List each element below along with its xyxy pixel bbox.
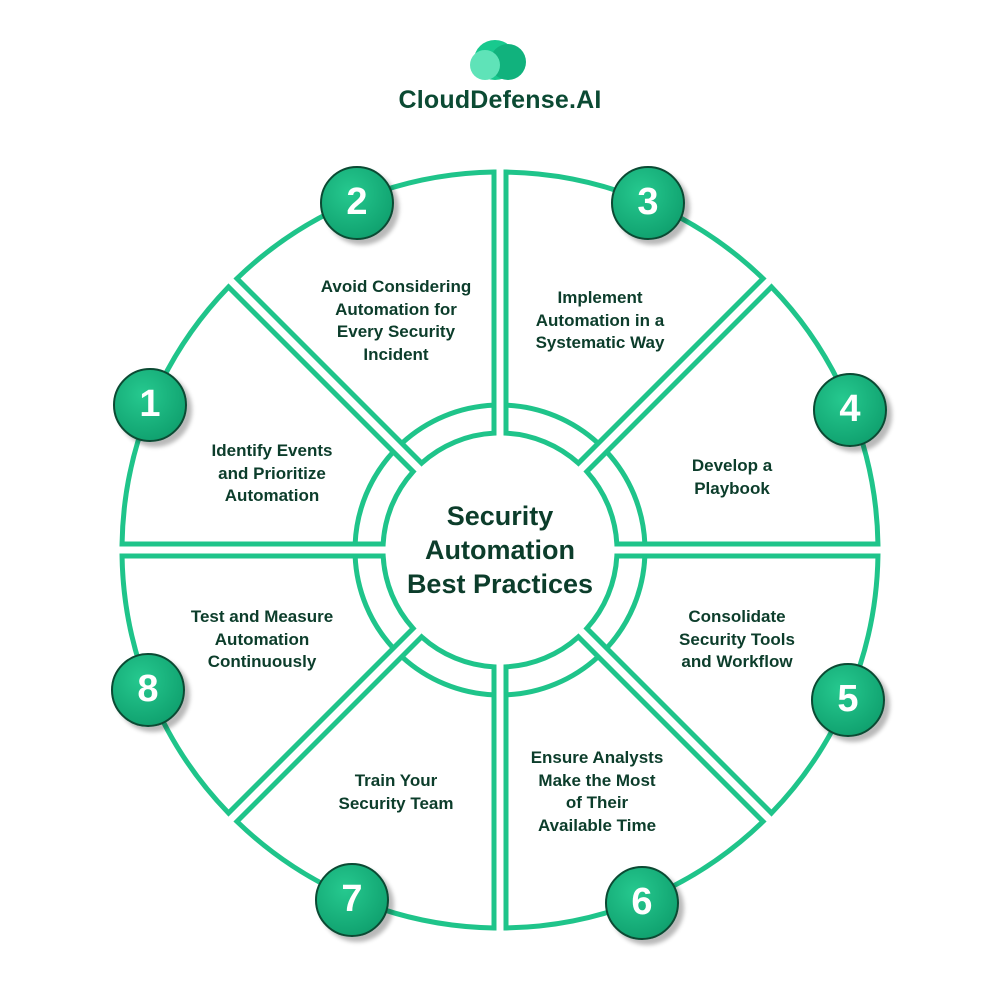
practice-label-line: Incident xyxy=(363,344,429,364)
practice-label-line: Automation for xyxy=(335,299,457,319)
center-title-line: Best Practices xyxy=(406,569,594,599)
practice-label-line: Every Security xyxy=(336,322,456,341)
sector-1 xyxy=(119,283,417,547)
sector-inner-ring-4 xyxy=(604,450,648,545)
practice-label-line: Train Your xyxy=(354,771,438,790)
practice-label-line: Test and Measure xyxy=(190,607,334,626)
practice-label-line: Make the Most xyxy=(538,770,656,790)
practice-label-line: Avoid Considering xyxy=(320,277,472,296)
sector-inner-ring-6 xyxy=(505,654,600,698)
step-number-badge-2: 2 xyxy=(320,166,394,240)
practice-label-line: Continuously xyxy=(207,652,317,671)
sector-3 xyxy=(503,169,767,467)
sector-7 xyxy=(233,633,497,931)
sector-4 xyxy=(583,283,881,547)
step-number-badge-1: 1 xyxy=(113,368,187,442)
sector-6 xyxy=(503,633,767,931)
practice-label-line: Security Tools xyxy=(679,629,795,649)
step-number-badge-7: 7 xyxy=(315,863,389,937)
sector-5 xyxy=(583,553,881,817)
step-number-badge-4: 4 xyxy=(813,373,887,447)
cloud-logo-icon xyxy=(468,40,532,82)
practice-label-4: Develop a Playbook xyxy=(632,455,832,500)
sector-inner-ring-1 xyxy=(352,450,396,545)
practice-label-line: Identify Events xyxy=(211,441,333,460)
center-title-line: Security xyxy=(446,501,554,531)
step-number-badge-5: 5 xyxy=(811,663,885,737)
step-number-badge-6: 6 xyxy=(605,866,679,940)
center-title-line: Automation xyxy=(425,535,575,565)
practice-label-line: Automation xyxy=(224,486,320,505)
brand-name: CloudDefense.AI xyxy=(398,86,602,114)
practice-label-line: Systematic Way xyxy=(535,333,665,352)
practice-label-line: and Prioritize xyxy=(218,463,326,483)
practice-label-line: Consolidate xyxy=(688,607,786,626)
practice-label-line: Develop a xyxy=(691,456,773,475)
step-number-badge-8: 8 xyxy=(111,653,185,727)
sector-8 xyxy=(119,553,417,817)
sector-inner-ring-8 xyxy=(352,555,396,650)
sector-inner-ring-3 xyxy=(505,402,600,446)
practice-label-line: of Their xyxy=(565,793,629,812)
practice-label-line: Automation in a xyxy=(535,310,665,330)
practice-label-line: Security Team xyxy=(338,793,454,813)
sector-inner-ring-7 xyxy=(400,654,495,698)
practice-label-line: Available Time xyxy=(537,815,657,835)
step-number-badge-3: 3 xyxy=(611,166,685,240)
sector-inner-ring-5 xyxy=(604,555,648,650)
practice-label-line: Automation xyxy=(214,629,310,649)
practice-label-line: and Workflow xyxy=(681,652,793,671)
practice-label-line: Playbook xyxy=(694,478,770,498)
sector-2 xyxy=(233,169,497,467)
practice-label-line: Implement xyxy=(557,288,643,307)
center-title: Security Automation Best Practices xyxy=(350,499,650,601)
practice-label-line: Ensure Analysts xyxy=(530,748,664,767)
sector-inner-ring-2 xyxy=(400,402,495,446)
